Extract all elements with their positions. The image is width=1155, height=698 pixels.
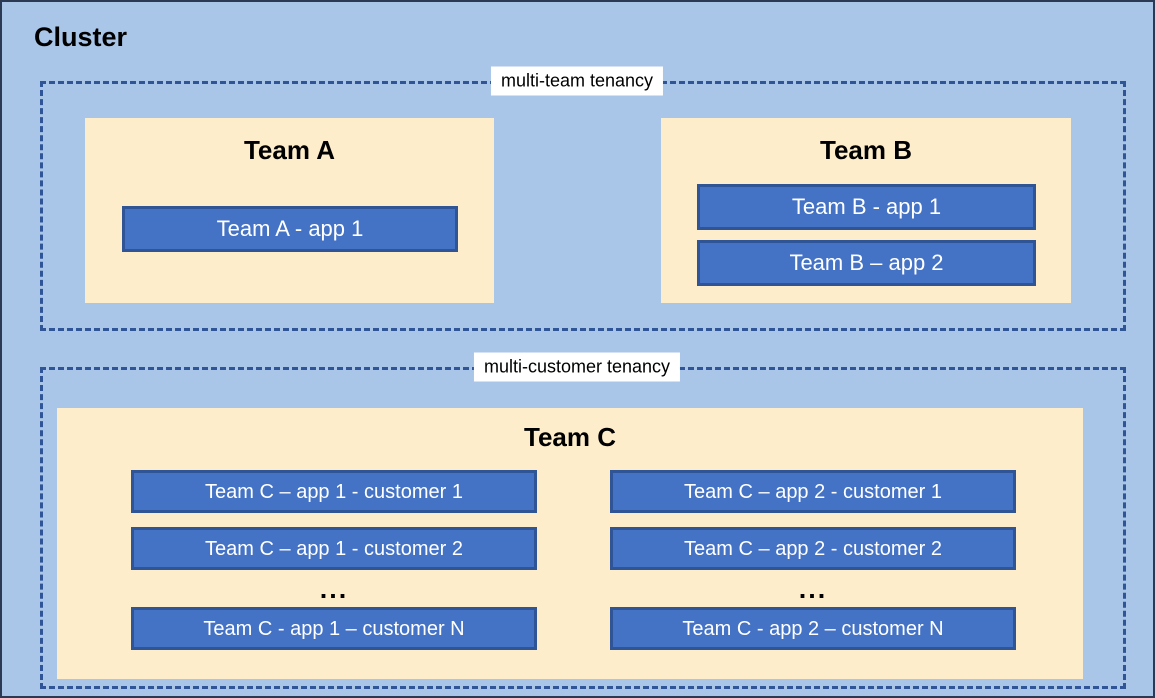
team-box-team-b: Team B Team B - app 1 Team B – app 2 <box>661 118 1071 303</box>
cluster-title: Cluster <box>34 22 128 52</box>
team-box-team-c: Team C Team C – app 1 - customer 1 Team … <box>57 408 1083 679</box>
spacer <box>131 513 537 527</box>
app-box-team-b-app-2[interactable]: Team B – app 2 <box>697 240 1036 286</box>
tenancy-label-multi-customer: multi-customer tenancy <box>473 352 681 382</box>
app-box-team-c-app-2-customer-2[interactable]: Team C – app 2 - customer 2 <box>610 527 1016 570</box>
team-box-team-a: Team A Team A - app 1 <box>85 118 494 303</box>
team-title-team-a: Team A <box>243 135 336 165</box>
spacer <box>610 513 1016 527</box>
app-box-team-b-app-1[interactable]: Team B - app 1 <box>697 184 1036 230</box>
app-box-team-c-app-2-customer-1[interactable]: Team C – app 2 - customer 1 <box>610 470 1016 513</box>
app-box-team-c-app-1-customer-1[interactable]: Team C – app 1 - customer 1 <box>131 470 537 513</box>
ellipsis-team-c-app-1: ... <box>319 573 349 604</box>
team-c-column-app-1: Team C – app 1 - customer 1 Team C – app… <box>131 470 537 650</box>
tenancy-label-multi-team: multi-team tenancy <box>490 66 664 96</box>
app-box-team-c-app-1-customer-2[interactable]: Team C – app 1 - customer 2 <box>131 527 537 570</box>
team-title-team-c: Team C <box>524 422 616 452</box>
team-c-column-app-2: Team C – app 2 - customer 1 Team C – app… <box>610 470 1016 650</box>
app-box-team-a-app-1[interactable]: Team A - app 1 <box>122 206 458 252</box>
app-box-team-c-app-1-customer-n[interactable]: Team C - app 1 – customer N <box>131 607 537 650</box>
ellipsis-team-c-app-2: ... <box>798 573 828 604</box>
app-box-team-c-app-2-customer-n[interactable]: Team C - app 2 – customer N <box>610 607 1016 650</box>
team-title-team-b: Team B <box>820 135 912 165</box>
